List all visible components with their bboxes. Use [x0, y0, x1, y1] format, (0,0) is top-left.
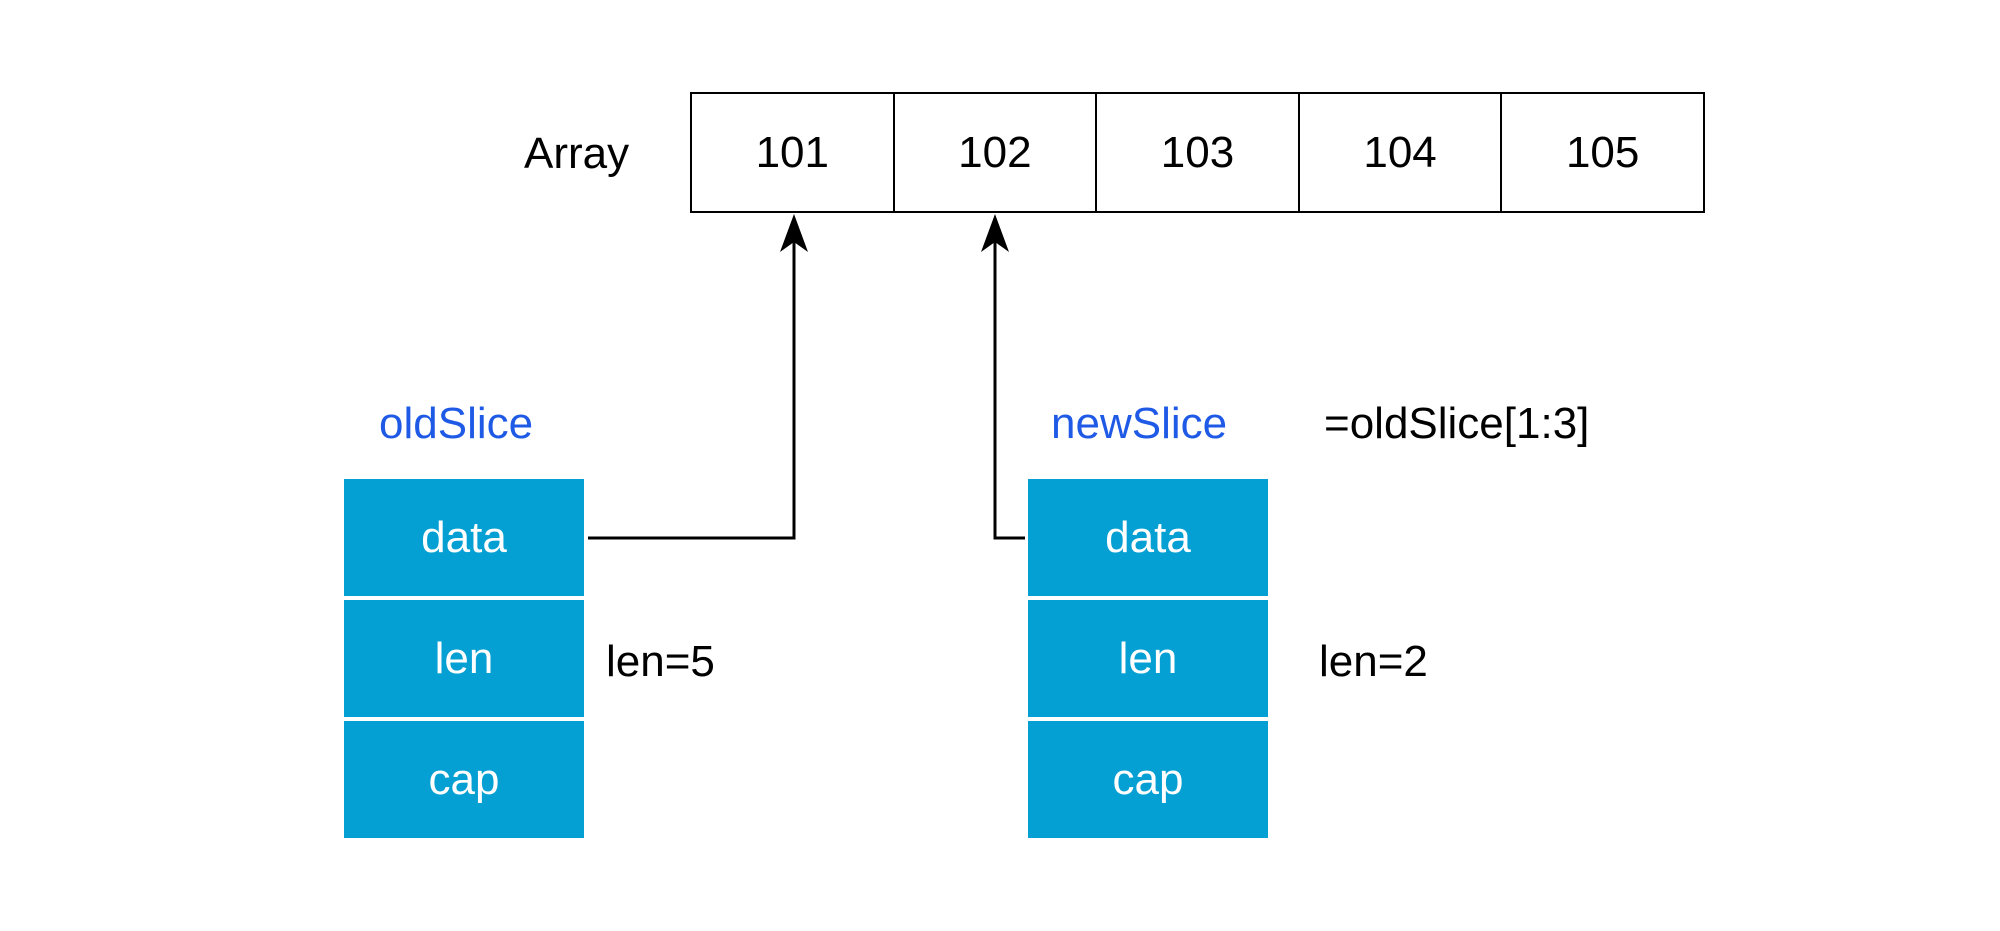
array-label: Array: [524, 129, 630, 178]
array-cell-2: 103: [1097, 94, 1300, 211]
new-slice-len-field: len: [1028, 600, 1268, 717]
old-slice-cap-field: cap: [344, 721, 584, 838]
array-cell-3: 104: [1300, 94, 1503, 211]
old-slice-len-note: len=5: [606, 637, 715, 686]
old-slice-data-pointer: [588, 220, 796, 540]
new-slice-len-note: len=2: [1319, 637, 1428, 686]
new-slice-cap-field: cap: [1028, 721, 1268, 838]
old-slice-data-field: data: [344, 479, 584, 596]
new-slice-arrowhead: [981, 214, 1009, 252]
new-slice-data-field: data: [1028, 479, 1268, 596]
array: 101 102 103 104 105: [690, 92, 1705, 213]
new-slice-expression: =oldSlice[1:3]: [1324, 399, 1590, 448]
new-slice-struct: data len cap: [1028, 479, 1268, 838]
new-slice-data-pointer: [993, 220, 1025, 540]
old-slice-name: oldSlice: [379, 399, 534, 448]
array-cell-4: 105: [1565, 127, 1640, 177]
array-cell-1: 102: [895, 94, 1098, 211]
new-slice-name: newSlice: [1051, 399, 1228, 448]
old-slice-len-field: len: [344, 600, 584, 717]
array-cell-0: 101: [692, 94, 895, 211]
old-slice-arrowhead: [780, 214, 808, 252]
old-slice-struct: data len cap: [344, 479, 584, 838]
